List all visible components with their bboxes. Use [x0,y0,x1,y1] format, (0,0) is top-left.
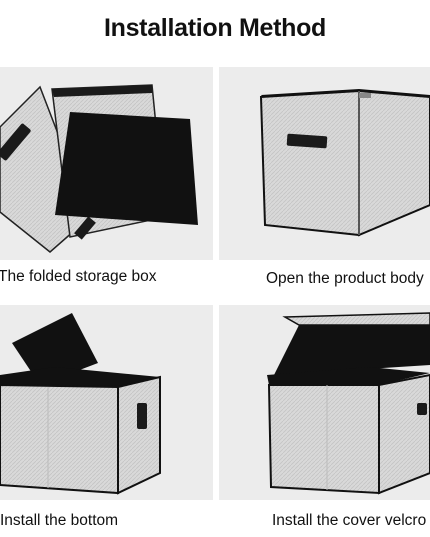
opened-box-illustration [259,89,430,237]
lid-install-illustration [267,312,430,495]
step-3-caption: Install the bottom [0,512,119,529]
step-4-image [219,305,430,500]
step-2-image [219,67,430,260]
step-4-caption: Install the cover velcro [272,512,427,529]
step-3-image [0,305,213,500]
page-title: Installation Method [103,14,327,42]
folded-box-illustration [0,84,198,253]
bottom-install-illustration [0,313,161,495]
step-1-caption: The folded storage box [0,268,157,285]
step-2-caption: Open the product body [266,270,424,287]
step-1-image [0,67,213,260]
